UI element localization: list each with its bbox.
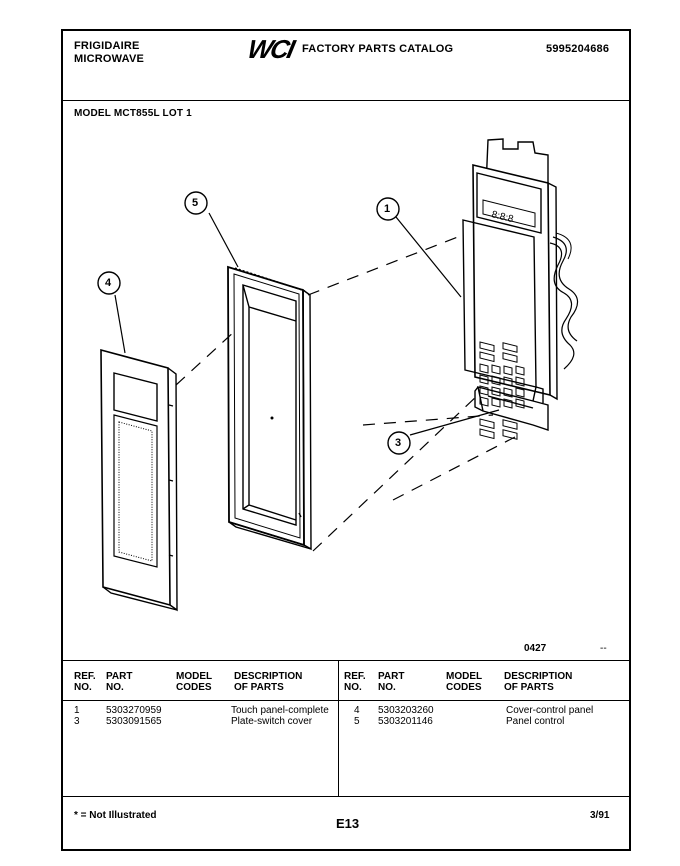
header-desc-right: DESCRIPTION OF PARTS <box>504 671 573 693</box>
catalog-number: 5995204686 <box>546 43 610 55</box>
assembly-guide-lines <box>175 234 516 552</box>
header-ref-right: REF. NO. <box>344 671 366 693</box>
page-bottom-border <box>61 849 631 851</box>
model-line: MODEL MCT855L LOT 1 <box>74 108 192 119</box>
figure-mark: -- <box>600 643 607 654</box>
table-center-divider <box>338 660 339 796</box>
brand-line-1: FRIGIDAIRE <box>74 40 140 52</box>
header-divider <box>63 100 629 101</box>
revision-date: 3/91 <box>590 810 610 821</box>
header-part-right: PART NO. <box>378 671 405 693</box>
brand-line-2: MICROWAVE <box>74 53 145 65</box>
header-part-left: PART NO. <box>106 671 133 693</box>
exploded-parts-diagram: 8:8:8 <box>97 138 579 612</box>
header-model-left: MODEL CODES <box>176 671 213 693</box>
header-model-right: MODEL CODES <box>446 671 483 693</box>
callout-5: 5 <box>192 197 199 209</box>
callout-4: 4 <box>105 277 112 289</box>
table-header-divider <box>63 700 629 701</box>
wci-logo: WCI <box>244 34 296 64</box>
table-top-border <box>63 660 629 661</box>
part-1-touch-panel: 8:8:8 <box>462 138 579 440</box>
page-number: E13 <box>336 816 360 831</box>
callout-1: 1 <box>384 203 391 215</box>
header-ref-left: REF. NO. <box>74 671 96 693</box>
header-desc-left: DESCRIPTION OF PARTS <box>234 671 303 693</box>
svg-text:8:8:8: 8:8:8 <box>490 209 515 225</box>
page-top-border <box>61 29 631 31</box>
catalog-title: FACTORY PARTS CATALOG <box>302 43 454 55</box>
table-bottom-border <box>63 796 629 797</box>
page-frame <box>61 29 631 851</box>
not-illustrated-note: * = Not Illustrated <box>74 810 157 821</box>
part-5-panel-control <box>227 265 312 551</box>
figure-number: 0427 <box>524 643 547 654</box>
callout-3: 3 <box>395 437 402 449</box>
part-4-cover-control-panel <box>100 348 178 612</box>
